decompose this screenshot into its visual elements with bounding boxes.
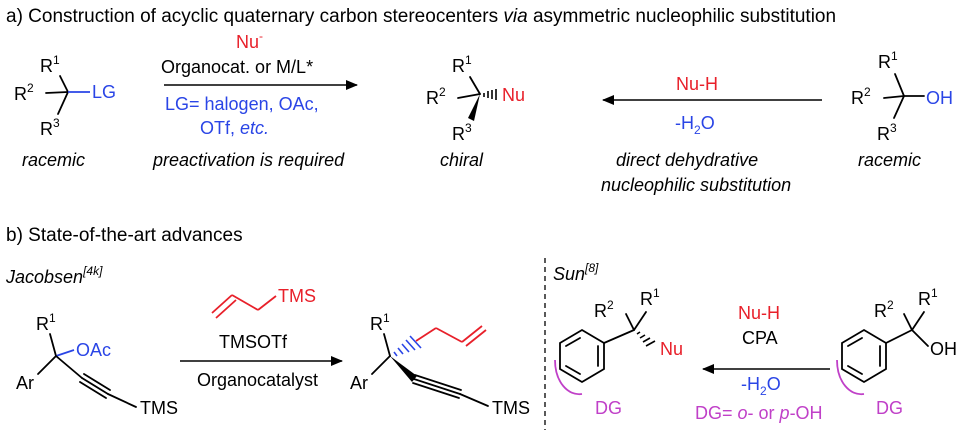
center-caption: chiral xyxy=(440,150,484,170)
jac-tms-label: TMS xyxy=(140,398,178,418)
right-r1-label: R1 xyxy=(878,49,898,72)
sun-prod-r2-label: R2 xyxy=(594,298,614,321)
left-r1-label: R1 xyxy=(40,53,60,76)
right-substrate: R1 R2 R3 OH racemic xyxy=(851,49,953,170)
dehydrative-note-2: nucleophilic substitution xyxy=(601,175,791,195)
sun-product: R2 R1 Nu DG xyxy=(554,286,683,418)
right-caption: racemic xyxy=(858,150,921,170)
preactivation-note: preactivation is required xyxy=(152,150,345,170)
dehydrative-note-1: direct dehydrative xyxy=(616,150,758,170)
center-nu-label: Nu xyxy=(502,85,525,105)
sun-react-dg-label: DG xyxy=(876,398,903,418)
left-r3-label: R3 xyxy=(40,116,60,139)
left-r2-label: R2 xyxy=(14,81,34,104)
sun-label: Sun[8] xyxy=(553,261,599,284)
reagent-label: Organocat. or M/L* xyxy=(161,57,313,77)
forward-arrow-a: Nu- Organocat. or M/L* LG= halogen, OAc,… xyxy=(152,29,358,170)
center-product: R1 R2 R3 Nu chiral xyxy=(426,53,525,170)
jac-prod-ar-label: Ar xyxy=(350,373,368,393)
center-r2-label: R2 xyxy=(426,85,446,108)
jac-prod-r1-label: R1 xyxy=(370,311,390,334)
tmsotf-label: TMSOTf xyxy=(219,332,288,352)
allyl-tms-label: TMS xyxy=(278,286,316,306)
jac-prod-tms-label: TMS xyxy=(492,398,530,418)
sun-prod-dg-label: DG xyxy=(595,398,622,418)
organocatalyst-label: Organocatalyst xyxy=(197,370,318,390)
sun-prod-r1-label: R1 xyxy=(640,286,660,309)
section-b-title: b) State-of-the-art advances xyxy=(6,225,243,246)
cpa-label: CPA xyxy=(742,328,778,348)
jacobsen-product: R1 Ar TMS xyxy=(350,311,530,418)
center-r1-label: R1 xyxy=(452,53,472,76)
right-oh-label: OH xyxy=(926,88,953,108)
left-lg-label: LG xyxy=(92,82,116,102)
nuh-label: Nu-H xyxy=(676,74,718,94)
sun-prod-nu-label: Nu xyxy=(660,339,683,359)
left-caption: racemic xyxy=(22,150,85,170)
water-label: -H2O xyxy=(675,113,715,137)
jacobsen-label: Jacobsen[4k] xyxy=(5,264,103,287)
jacobsen-arrow: TMS TMSOTf Organocatalyst xyxy=(180,286,343,390)
right-r2-label: R2 xyxy=(851,85,871,108)
jac-oac-label: OAc xyxy=(76,340,111,360)
nu-minus-label: Nu- xyxy=(236,29,263,52)
section-a-title: a) Construction of acyclic quaternary ca… xyxy=(6,6,836,27)
sun-nuh-label: Nu-H xyxy=(738,303,780,323)
lg-line1: LG= halogen, OAc, xyxy=(165,94,319,114)
jac-ar-label: Ar xyxy=(16,373,34,393)
left-substrate: R1 R2 R3 LG racemic xyxy=(14,53,116,170)
jacobsen-reactant: R1 OAc Ar TMS xyxy=(16,311,178,418)
sun-react-r2-label: R2 xyxy=(874,298,894,321)
center-r3-label: R3 xyxy=(452,121,472,144)
jac-r1-label: R1 xyxy=(36,311,56,334)
reverse-arrow-a: Nu-H -H2O direct dehydrative nucleophili… xyxy=(601,74,822,195)
sun-reactant: R2 R1 OH DG xyxy=(836,286,957,418)
sun-react-r1-label: R1 xyxy=(918,286,938,309)
lg-line2: OTf, etc. xyxy=(200,118,269,138)
sun-water-label: -H2O xyxy=(741,374,781,398)
right-r3-label: R3 xyxy=(877,121,897,144)
dg-note: DG= o- or p-OH xyxy=(695,403,823,423)
sun-arrow: Nu-H CPA -H2O DG= o- or p-OH xyxy=(695,303,830,423)
sun-react-oh-label: OH xyxy=(930,339,957,359)
